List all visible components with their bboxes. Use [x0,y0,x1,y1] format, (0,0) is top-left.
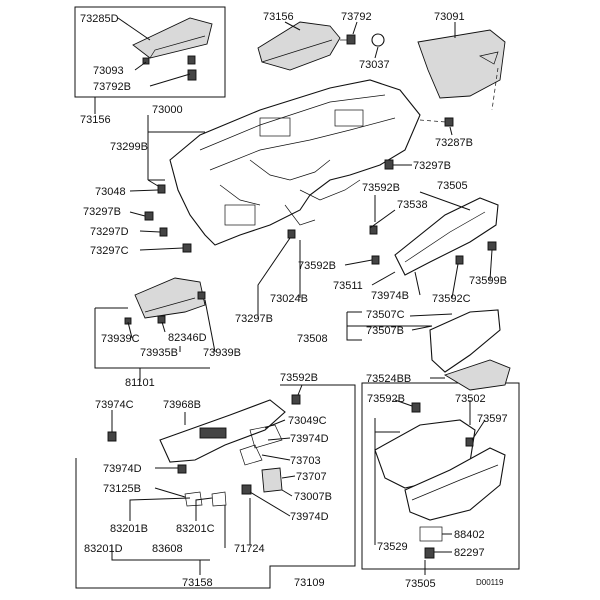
part-73156-cover [257,21,341,71]
label-83201B: 83201B [110,523,148,535]
label-83608: 83608 [152,543,183,555]
label-73592C: 73592C [432,293,471,305]
label-73297C: 73297C [90,245,129,257]
label-73091: 73091 [434,11,465,23]
part-73792-screw [340,34,356,45]
label-73974C: 73974C [95,399,134,411]
label-73505-bottom: 73505 [405,578,436,590]
label-73297B-left: 73297B [83,206,121,218]
label-83201D: 83201D [84,543,123,555]
label-73299B: 73299B [110,141,148,153]
label-73502: 73502 [455,393,486,405]
part-73091-panel [417,29,506,111]
label-73024B: 73024B [270,293,308,305]
part-73093-clip [142,55,197,81]
label-73093: 73093 [93,65,124,77]
box-73505-group [361,382,520,570]
label-73524BB: 73524BB [366,373,411,385]
label-73109: 73109 [294,577,325,589]
part-81101-lid [124,277,206,325]
label-73599B: 73599B [469,275,507,287]
box-73156-group [74,6,226,98]
part-73285D-lid [132,17,213,59]
label-73158: 73158 [182,577,213,589]
label-73048: 73048 [95,186,126,198]
label-73974D-3: 73974D [290,511,329,523]
label-73037: 73037 [359,59,390,71]
label-73511: 73511 [333,280,363,292]
group-boxes [74,6,520,589]
label-73792B: 73792B [93,81,131,93]
label-73592B-mid: 73592B [298,260,336,272]
label-81101: 81101 [125,377,155,389]
label-73297B-low: 73297B [235,313,273,325]
label-73974D-2: 73974D [103,463,142,475]
label-73285D: 73285D [80,13,119,25]
label-71724: 71724 [234,543,265,555]
part-fasteners [144,117,497,265]
label-73000: 73000 [152,104,183,116]
label-73125B: 73125B [103,483,141,495]
label-73968B: 73968B [163,399,201,411]
label-73707: 73707 [296,471,327,483]
label-73297B-right: 73297B [413,160,451,172]
label-73297D: 73297D [90,226,129,238]
label-83201C: 83201C [176,523,215,535]
label-73792: 73792 [341,11,372,23]
drawing-code: D00119 [476,578,504,587]
part-73505-glovebox [374,402,506,559]
label-73703: 73703 [290,455,321,467]
label-88402: 88402 [454,529,485,541]
part-73508-trim [429,309,511,391]
label-73939B: 73939B [203,347,241,359]
label-73507C: 73507C [366,309,405,321]
label-82297: 82297 [454,547,485,559]
label-73939C: 73939C [101,333,140,345]
label-82346D: 82346D [168,332,207,344]
label-73156-left: 73156 [80,114,111,126]
leader-lines [94,17,493,575]
label-73974D-1: 73974D [290,433,329,445]
box-73109-group [75,384,356,589]
label-73935B: 73935B [140,347,178,359]
label-73507B: 73507B [366,325,404,337]
part-73037-cap [371,33,385,47]
label-73505-upper: 73505 [437,180,468,192]
label-73974B: 73974B [371,290,409,302]
label-73007B: 73007B [294,491,332,503]
label-73592B-upper: 73592B [362,182,400,194]
label-73592B-box: 73592B [367,393,405,405]
part-number-labels: 73285D 73093 73792B 73156 73156 73792 73… [80,11,508,590]
part-73000-instrument-panel [169,79,421,246]
label-73538: 73538 [397,199,428,211]
label-73156-top: 73156 [263,11,294,23]
label-73592B-lower: 73592B [280,372,318,384]
label-73287B: 73287B [435,137,473,149]
label-73597: 73597 [477,413,508,425]
label-73529: 73529 [377,541,408,553]
part-73505-upper [394,197,499,276]
label-73508: 73508 [297,333,328,345]
label-73049C: 73049C [288,415,327,427]
